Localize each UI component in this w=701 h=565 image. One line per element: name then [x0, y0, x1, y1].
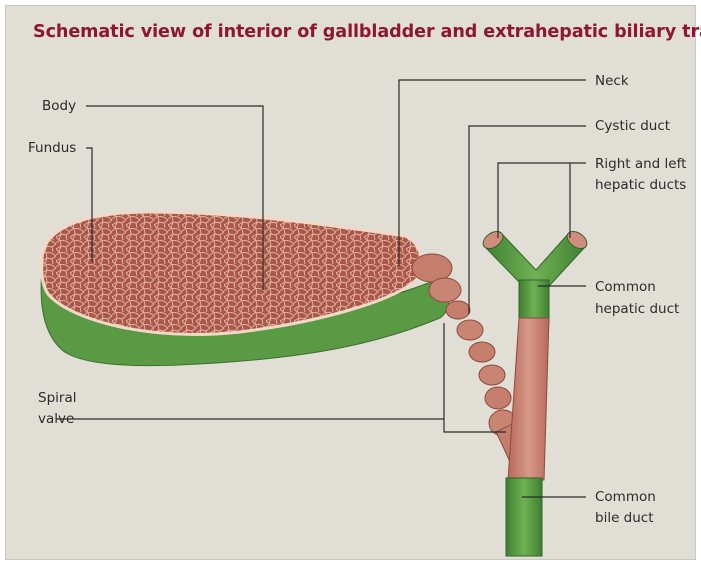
label-common-bile-duct-line1: Common	[595, 489, 656, 505]
label-cystic-duct: Cystic duct	[595, 118, 670, 134]
label-body: Body	[42, 98, 76, 114]
duct-lumen	[508, 318, 549, 480]
label-common-hepatic-duct-line2: hepatic duct	[595, 301, 679, 317]
label-fundus: Fundus	[28, 140, 76, 156]
label-hepatic-ducts-line2: hepatic ducts	[595, 177, 686, 193]
label-hepatic-ducts-line1: Right and left	[595, 156, 686, 172]
label-neck: Neck	[595, 73, 629, 89]
common-bile-duct	[506, 478, 542, 556]
label-spiral-valve-line2: valve	[38, 411, 74, 427]
hepatic-ducts	[480, 228, 590, 285]
label-common-hepatic-duct-line1: Common	[595, 279, 656, 295]
label-common-bile-duct-line2: bile duct	[595, 510, 654, 526]
label-spiral-valve-line1: Spiral	[38, 390, 76, 406]
